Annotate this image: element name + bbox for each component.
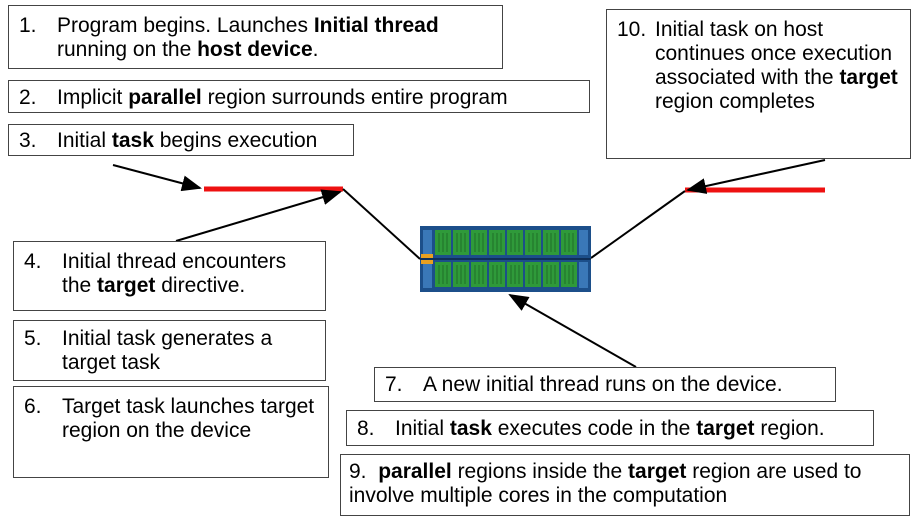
arrow-step3 <box>112 164 202 192</box>
step-number: 7. <box>385 373 403 396</box>
text-run: . <box>312 38 319 61</box>
step-number: 3. <box>19 129 37 152</box>
step-text: Initial task on host continues once exec… <box>655 18 902 114</box>
emphasized-term: target <box>97 274 156 297</box>
emphasized-term: host device <box>197 38 313 61</box>
emphasized-term: task <box>111 129 154 152</box>
step-number: 2. <box>19 86 37 109</box>
line-from-device <box>590 190 686 259</box>
text-run: begins execution <box>153 129 318 152</box>
emphasized-term: task <box>449 417 492 440</box>
text-run: Target task launches target region on th… <box>62 395 315 442</box>
emphasized-term: target <box>839 66 898 89</box>
step-number: 10. <box>617 18 647 41</box>
step-7-box: 7. A new initial thread runs on the devic… <box>374 367 836 402</box>
step-9-box: 9. parallel regions inside the target re… <box>340 454 910 516</box>
emphasized-term: Initial thread <box>313 14 439 37</box>
step-text: Implicit parallel region surrounds entir… <box>57 86 581 110</box>
text-run: Initial task generates a target task <box>62 327 273 374</box>
accelerator-board-icon <box>420 226 591 292</box>
step-3-box: 3. Initial task begins execution <box>8 124 354 156</box>
text-run: Initial <box>395 417 450 440</box>
step-number: 6. <box>24 395 42 418</box>
step-text: Initial thread encounters the target dir… <box>62 250 317 298</box>
arrow-step10 <box>686 159 826 194</box>
step-text: Initial task begins execution <box>57 129 345 153</box>
step-10-box: 10. Initial task on host continues once e… <box>606 9 911 159</box>
emphasized-term: target <box>696 417 755 440</box>
emphasized-term: parallel <box>378 460 452 483</box>
arrow-step7 <box>508 294 637 368</box>
step-2-box: 2. Implicit parallel region surrounds ent… <box>8 80 590 113</box>
step-text: Initial task generates a target task <box>62 327 317 375</box>
line-to-device <box>342 188 421 260</box>
arrow-step4 <box>175 189 342 242</box>
emphasized-term: target <box>628 460 687 483</box>
text-run: region. <box>754 417 825 440</box>
step-1-box: 1. Program begins. Launches Initial threa… <box>8 5 503 69</box>
step-4-box: 4. Initial thread encounters the target d… <box>13 241 326 311</box>
step-number: 9. <box>349 460 379 483</box>
step-text: Initial task executes code in the target… <box>395 417 865 441</box>
text-run: directive. <box>155 274 246 297</box>
text-run: region completes <box>655 90 815 113</box>
emphasized-term: parallel <box>128 86 202 109</box>
text-run: running on the <box>57 38 198 61</box>
text-run: regions inside the <box>451 460 629 483</box>
text-run: region are used to involve multiple core… <box>349 460 862 507</box>
text-run: executes code in the <box>491 417 697 440</box>
step-6-box: 6. Target task launches target region on … <box>13 386 329 478</box>
step-number: 1. <box>19 14 37 37</box>
text-run: Program begins. Launches <box>57 14 314 37</box>
step-8-box: 8. Initial task executes code in the targ… <box>346 410 874 446</box>
step-number: 8. <box>357 417 375 440</box>
text-run: Implicit <box>57 86 129 109</box>
step-number: 5. <box>24 327 42 350</box>
step-text: parallel regions inside the target regio… <box>349 460 862 507</box>
text-run: region surrounds entire program <box>201 86 508 109</box>
step-text: Target task launches target region on th… <box>62 395 320 443</box>
text-run: Initial thread encounters the <box>62 250 287 297</box>
text-run: Initial <box>57 129 112 152</box>
text-run: A new initial thread runs on the device. <box>423 373 783 396</box>
step-text: A new initial thread runs on the device. <box>423 373 827 397</box>
text-run: Initial task on host continues once exec… <box>655 18 892 89</box>
step-5-box: 5. Initial task generates a target task <box>13 320 326 381</box>
step-number: 4. <box>24 250 42 273</box>
step-text: Program begins. Launches Initial thread … <box>57 14 494 62</box>
